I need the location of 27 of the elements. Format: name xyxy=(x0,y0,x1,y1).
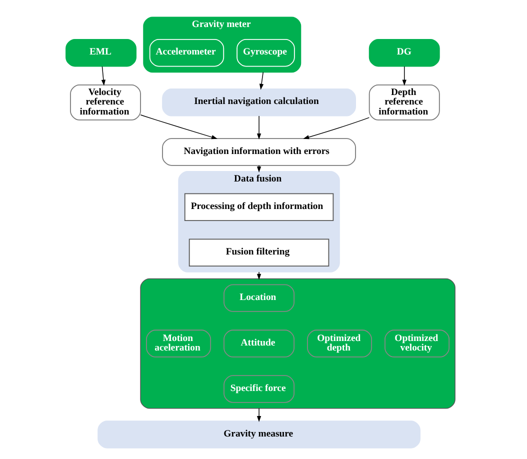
node-box: Depth reference information xyxy=(368,84,440,120)
node-box: Velocity reference information xyxy=(70,84,141,120)
node-box: Fusion filtering xyxy=(188,238,330,266)
arrow xyxy=(256,116,262,140)
node-box: Specific force xyxy=(224,375,294,403)
cluster xyxy=(140,278,456,409)
arrow xyxy=(303,117,370,140)
node-box: Accelerometer xyxy=(149,38,224,67)
node-box: Motion aceleration xyxy=(146,330,212,358)
node-box: Location xyxy=(224,284,294,312)
arrow xyxy=(259,72,264,90)
arrow xyxy=(402,66,406,86)
arrow xyxy=(140,114,218,140)
node-box: Navigation information with errors xyxy=(162,138,356,166)
arrow xyxy=(256,408,262,422)
node-box: Gyroscope xyxy=(236,38,295,67)
arrow xyxy=(256,272,262,280)
node-box: EML xyxy=(66,38,136,67)
node-box: DG xyxy=(368,38,440,67)
node-box: Optimized depth xyxy=(307,330,372,358)
arrow xyxy=(101,66,106,86)
node-box: Processing of depth information xyxy=(184,193,334,221)
arrow xyxy=(256,165,262,172)
node-box: Optimized velocity xyxy=(384,330,450,358)
node-box: Gravity measure xyxy=(98,420,420,448)
node-box: Inertial navigation calculation xyxy=(162,88,356,116)
node-box: Attitude xyxy=(224,330,294,358)
